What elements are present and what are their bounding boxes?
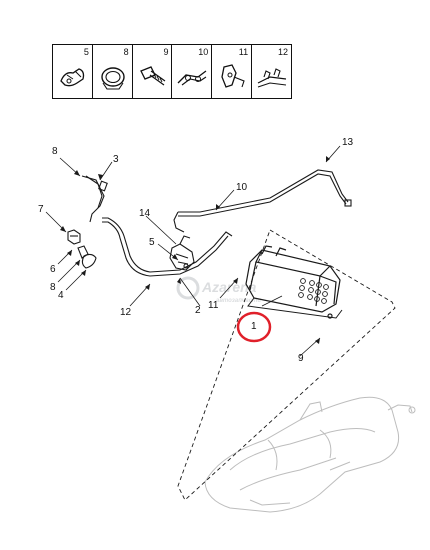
- callout-13[interactable]: 13: [342, 137, 354, 148]
- callout-11[interactable]: 11: [208, 300, 219, 311]
- part-thumbnail-8[interactable]: 8: [93, 45, 133, 98]
- callout-arrowheads: [60, 156, 330, 344]
- part-thumbnail-number: 5: [83, 47, 89, 57]
- callout-12[interactable]: 12: [120, 307, 132, 318]
- callout-14[interactable]: 14: [139, 208, 151, 219]
- assembly-dashed-outline: [177, 229, 396, 501]
- vapor-pipe-12[interactable]: [102, 217, 233, 277]
- clip-8-small[interactable]: [77, 245, 89, 259]
- watermark-tagline: автозапчасти: [216, 298, 261, 304]
- callout-leader-lines: [45, 145, 341, 357]
- callout-3[interactable]: 3: [113, 154, 119, 165]
- callout-7[interactable]: 7: [38, 204, 44, 215]
- watermark-logo-icon: [176, 276, 200, 300]
- part-thumbnail-number: 9: [163, 47, 169, 57]
- pipe-clip-icon: [178, 70, 207, 86]
- watermark: Azarena автозапчасти: [176, 276, 261, 304]
- bolt-icon: [139, 66, 166, 86]
- vapor-pipe-13[interactable]: [173, 169, 352, 233]
- callout-9[interactable]: 9: [298, 353, 304, 364]
- callout-8-bottom[interactable]: 8: [50, 282, 56, 293]
- double-clip-icon: [257, 68, 287, 88]
- clip-4[interactable]: [81, 253, 97, 269]
- callout-10[interactable]: 10: [236, 182, 248, 193]
- part-thumbnail-9[interactable]: 9: [133, 45, 173, 98]
- callout-1[interactable]: 1: [251, 321, 257, 332]
- part-thumbnail-12[interactable]: 12: [252, 45, 291, 98]
- part-thumbnail-number: 11: [238, 47, 249, 57]
- evap-canister[interactable]: [245, 245, 343, 319]
- callout-8-top[interactable]: 8: [52, 146, 58, 157]
- part-thumbnail-number: 10: [198, 47, 209, 57]
- valve-bracket-2[interactable]: [169, 235, 195, 271]
- callout-2[interactable]: 2: [195, 305, 201, 316]
- part-thumbnail-10[interactable]: 10: [172, 45, 213, 98]
- callout-4[interactable]: 4: [58, 290, 64, 301]
- part-thumbnail-number: 12: [277, 47, 288, 57]
- canister-vent-grid: [298, 278, 329, 304]
- part-thumbnail-11[interactable]: 11: [212, 45, 253, 98]
- highlight-circle: [236, 311, 272, 343]
- callout-5[interactable]: 5: [149, 237, 155, 248]
- bracket-clip-icon: [60, 68, 85, 87]
- part-thumbnail-number: 8: [123, 47, 129, 57]
- connector-clip-icon: [221, 64, 245, 88]
- grommet-7[interactable]: [67, 229, 81, 245]
- watermark-brand: Azarena: [201, 279, 257, 295]
- pipe-connector-3[interactable]: [81, 175, 108, 223]
- fuel-tank-drawing: [204, 396, 416, 513]
- hose-clamp-icon: [101, 67, 125, 90]
- part-thumbnail-5[interactable]: 5: [53, 45, 93, 98]
- parts-thumbnail-strip: 5 8 9 10 11: [52, 44, 292, 99]
- callout-6[interactable]: 6: [50, 264, 56, 275]
